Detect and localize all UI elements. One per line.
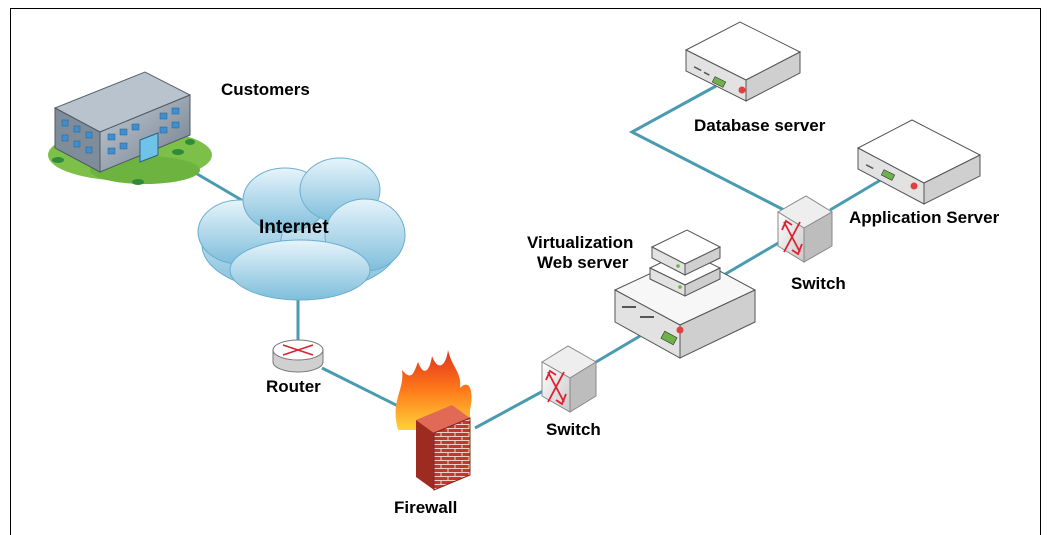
- database-server-label: Database server: [694, 116, 826, 135]
- server-icon: [856, 119, 982, 205]
- internet-label: Internet: [259, 217, 329, 238]
- link-switch-upper-application: [829, 176, 885, 212]
- switch-upper-label: Switch: [791, 274, 846, 293]
- application-server-label: Application Server: [849, 208, 1000, 227]
- firewall-label: Firewall: [394, 498, 458, 517]
- router-label: Router: [266, 377, 321, 396]
- switch-icon: [777, 195, 833, 263]
- link-switch-virtualization: [595, 334, 641, 364]
- server-icon: [684, 21, 802, 102]
- virtualization-label: Virtualization: [527, 233, 634, 252]
- web-server-label: Web server: [537, 253, 629, 272]
- switch-lower-label: Switch: [546, 420, 601, 439]
- server-stack-icon: [613, 229, 757, 359]
- customers-label: Customers: [221, 80, 310, 99]
- cloud-icon: [197, 157, 406, 301]
- link-switch-upper-database: [628, 84, 785, 212]
- link-firewall-switch: [474, 388, 546, 430]
- diagram-frame: [10, 8, 1041, 535]
- switch-icon: [541, 345, 597, 413]
- router-icon: [272, 339, 324, 373]
- link-router-firewall: [321, 366, 403, 410]
- building-icon: [48, 71, 212, 185]
- firewall-icon: [395, 350, 472, 491]
- link-virtualization-switch-upper: [721, 240, 781, 278]
